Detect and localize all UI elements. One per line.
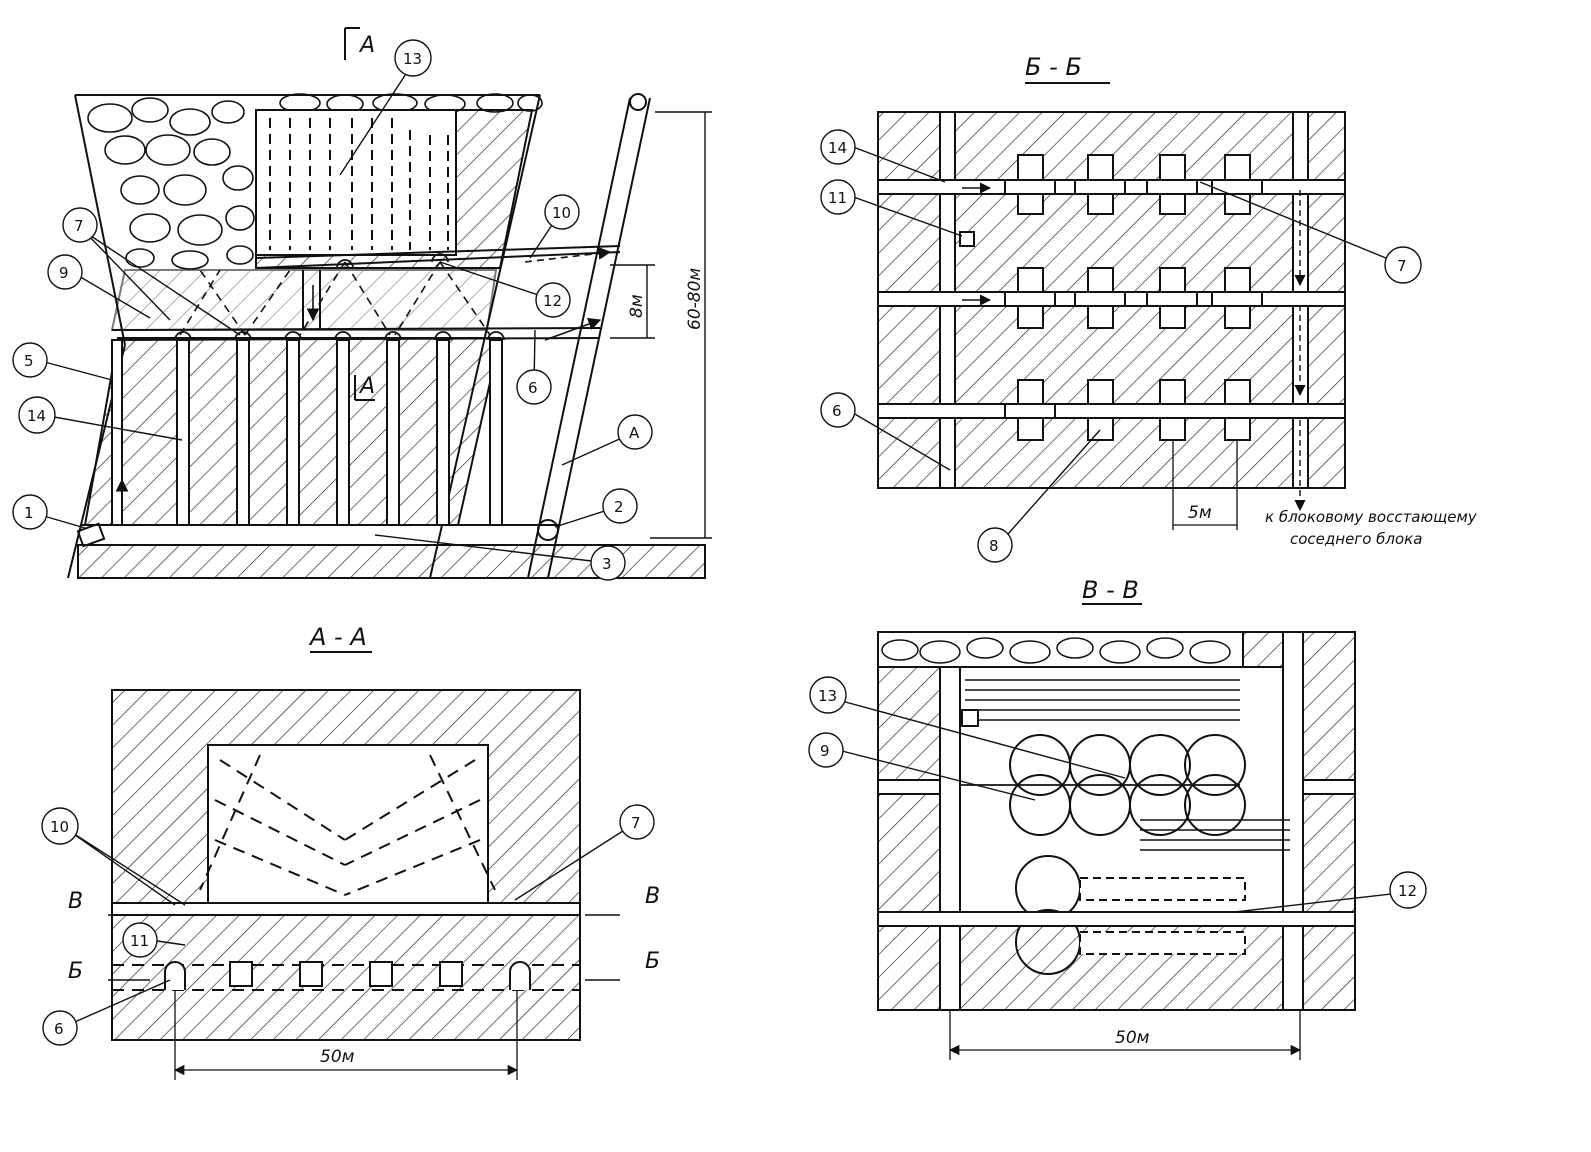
section-mark-b-right: Б [645, 949, 660, 974]
title-aa: А - А [308, 623, 367, 651]
aa-callouts [41, 804, 655, 1046]
title-bb: Б - Б [1025, 53, 1082, 81]
bb-callouts [820, 129, 1422, 563]
note-line-1: к блоковому восстающему [1265, 508, 1478, 526]
dimension-60-80m: 60-80м [685, 268, 705, 330]
callout-2: 2 [614, 498, 624, 516]
bb-callout-7: 7 [1397, 257, 1407, 275]
aa-callout-11: 11 [130, 932, 149, 950]
callout-1: 1 [24, 504, 34, 522]
blast-holes-dashed [269, 118, 449, 250]
vv-callout-9: 9 [820, 742, 830, 760]
section-mark-a-top: А [358, 33, 375, 58]
main-section-view [67, 27, 712, 579]
section-bb-view [877, 111, 1346, 530]
callout-a: А [629, 424, 640, 442]
section-mark-b-left: Б [68, 959, 83, 984]
callout-13: 13 [403, 50, 422, 68]
note-line-2: соседнего блока [1290, 530, 1422, 548]
vv-blast-lines [965, 679, 1290, 851]
ore-passes [111, 339, 503, 526]
dimension-vv-50m: 50м [1115, 1028, 1150, 1048]
drift-arches [174, 253, 505, 341]
bb-callout-11: 11 [828, 189, 847, 207]
undercut-fans [179, 261, 491, 336]
aa-callout-10: 10 [50, 818, 69, 836]
vv-callouts [808, 676, 1427, 913]
aa-callout-7: 7 [631, 814, 641, 832]
callout-12: 12 [543, 292, 562, 310]
callout-6: 6 [528, 379, 538, 397]
aa-callout-6: 6 [54, 1020, 64, 1038]
title-vv: В - В [1082, 576, 1139, 604]
section-vv-view [877, 631, 1356, 1060]
draw-point-crosses [1004, 154, 1263, 441]
callout-5: 5 [24, 352, 34, 370]
main-callouts [12, 39, 653, 581]
callout-14: 14 [27, 407, 46, 425]
callout-9: 9 [59, 264, 69, 282]
section-mark-v-left: В [68, 889, 83, 914]
aa-draw-points [164, 961, 531, 990]
dimension-5m: 5м [1188, 503, 1212, 523]
bb-callout-8: 8 [989, 537, 999, 555]
vv-callout-13: 13 [818, 687, 837, 705]
callout-3: 3 [602, 555, 612, 573]
vv-callout-12: 12 [1398, 882, 1417, 900]
bb-callout-14: 14 [828, 139, 847, 157]
section-mark-a-mid: А [358, 374, 375, 399]
dimension-8m: 8м [627, 294, 647, 318]
dimension-aa-50m: 50м [320, 1047, 355, 1067]
vv-boulders [881, 637, 1231, 664]
callout-10: 10 [552, 204, 571, 222]
section-aa-view [108, 689, 620, 1080]
callout-7: 7 [74, 217, 84, 235]
section-mark-v-right: В [645, 884, 660, 909]
aa-fan-holes [199, 754, 496, 896]
bb-callout-6: 6 [832, 402, 842, 420]
